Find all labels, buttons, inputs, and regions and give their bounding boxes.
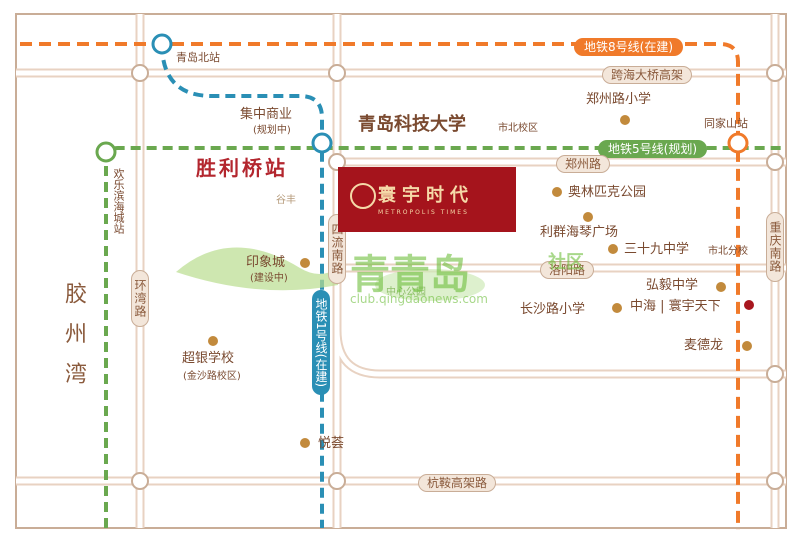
watermark-url: club.qingdaonews.com: [350, 292, 488, 306]
poi-label-center-park: 中心公园: [386, 287, 426, 298]
road-label-zhengzhou: 郑州路: [556, 155, 611, 173]
station-label-tongjiashan: 同家山站: [704, 117, 748, 130]
watermark-suffix: 社区: [548, 252, 584, 273]
road-label-luoyang: 洛阳路: [540, 261, 595, 279]
watermark-logo: 青青岛: [350, 252, 470, 298]
metro-station-icons: [95, 33, 749, 163]
project-logo-icon: [350, 183, 376, 209]
poi-label-hongyi: 弘毅中学: [646, 278, 699, 293]
poi-dot-yuehui: [300, 438, 310, 448]
project-subtitle: METROPOLIS TIMES: [378, 209, 469, 216]
road-label-hangan: 杭鞍高架路: [418, 474, 497, 492]
station-label-qingdao-north: 青岛北站: [176, 51, 220, 64]
watermark-hill: [176, 247, 338, 291]
station-label-shengli-bridge: 胜利桥站: [196, 156, 288, 180]
poi-label-gucheng: 谷丰: [276, 195, 296, 206]
poi-dot-zhengzhou-school: [620, 115, 630, 125]
poi-dot-school39: [608, 244, 618, 254]
poi-dot-liqun: [583, 212, 593, 222]
poi-dot-chaoyin: [208, 336, 218, 346]
poi-label-chaoyin-campus: (金沙路校区): [183, 371, 241, 382]
poi-dot-yinxiang: [300, 258, 310, 268]
metro-line-8-label: 地铁8号线(在建): [574, 38, 683, 56]
poi-label-school39: 三十九中学: [624, 242, 690, 257]
poi-label-univ-campus: 市北校区: [498, 123, 538, 134]
metro-line-1: [160, 43, 324, 528]
metro-line-1-label: 地铁1号线(在建): [312, 290, 330, 395]
poi-label-yinxiang-status: (建设中): [250, 273, 288, 284]
metro-line-5-label: 地铁5号线(规划): [598, 140, 707, 158]
area-label-jiaozhou-bay: 胶州湾: [61, 282, 86, 402]
poi-label-mcdonalds: 麦德龙: [684, 338, 724, 353]
poi-label-olympic-park: 奥林匹克公园: [568, 185, 647, 200]
poi-label-changsha-school: 长沙路小学: [520, 302, 586, 317]
poi-dot-olympic-park: [552, 187, 562, 197]
poi-label-chaoyin: 超银学校: [182, 351, 235, 366]
poi-label-yinxiang: 印象城: [246, 255, 286, 270]
poi-dot-zhonghai: [744, 300, 754, 310]
station-label-jizhong: 集中商业: [240, 107, 293, 122]
project-highlight: 寰宇时代 METROPOLIS TIMES: [338, 167, 516, 232]
junctions: [131, 64, 784, 490]
road-label-kuahai: 跨海大桥高架: [602, 66, 693, 84]
poi-label-univ: 青岛科技大学: [358, 114, 466, 135]
project-name: 寰宇时代: [378, 185, 474, 206]
poi-dot-hongyi: [716, 282, 726, 292]
poi-label-zhonghai: 中海 | 寰宇天下: [630, 299, 721, 314]
station-label-huanhuan: 欢乐滨海城站: [112, 168, 125, 234]
station-label-jizhong-status: (规划中): [253, 125, 291, 136]
metro-line-8: [20, 42, 740, 530]
poi-label-zhengzhou-school: 郑州路小学: [586, 92, 652, 107]
poi-label-yuehui: 悦荟: [318, 436, 345, 451]
road-label-huanwan: 环湾路: [131, 270, 149, 327]
road-label-chongqing: 重庆南路: [766, 212, 784, 282]
poi-label-school39-campus: 市北分校: [708, 246, 748, 257]
poi-label-liqun: 利群海琴广场: [540, 225, 619, 240]
poi-dot-changsha-school: [612, 303, 622, 313]
poi-dot-mcdonalds: [742, 341, 752, 351]
